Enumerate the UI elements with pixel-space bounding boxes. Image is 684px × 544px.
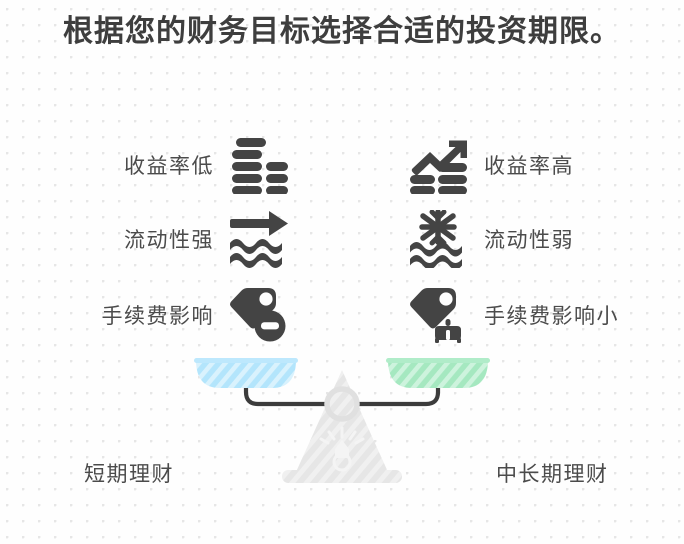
right-attribute-label-yield: 收益率高 xyxy=(484,154,574,178)
left-attribute-row-yield: 收益率低 xyxy=(60,134,290,196)
right-attribute-row-fee: 手续费影响小 xyxy=(408,284,653,346)
left-attribute-row-liquidity: 流动性强 xyxy=(60,208,290,270)
left-attribute-label-fee: 手续费影响 xyxy=(101,304,214,328)
balance-scale xyxy=(194,358,490,483)
left-side-caption: 短期理财 xyxy=(84,462,174,486)
arrow-over-waves-icon xyxy=(228,210,290,268)
rising-arrow-bar-chart-icon xyxy=(408,136,470,194)
price-tag-minus-icon xyxy=(228,286,290,344)
right-attribute-row-liquidity: 流动性弱 xyxy=(408,208,653,270)
left-attribute-label-liquidity: 流动性强 xyxy=(124,228,214,252)
left-scale-pan xyxy=(194,358,298,388)
left-attribute-label-yield: 收益率低 xyxy=(124,154,214,178)
right-attribute-row-yield: 收益率高 xyxy=(408,134,653,196)
snowflake-over-waves-icon xyxy=(408,210,470,268)
right-side-caption: 中长期理财 xyxy=(496,462,609,486)
descending-bar-chart-icon xyxy=(228,136,290,194)
right-attribute-label-liquidity: 流动性弱 xyxy=(484,228,574,252)
scale-beam xyxy=(243,361,441,422)
right-attribute-label-fee: 手续费影响小 xyxy=(484,304,619,328)
right-scale-pan xyxy=(386,358,490,388)
left-attribute-row-fee: 手续费影响 xyxy=(60,284,290,346)
beam-pivot xyxy=(324,386,360,422)
page-title: 根据您的财务目标选择合适的投资期限。 xyxy=(63,15,621,48)
price-tag-coin-icon xyxy=(408,286,470,344)
stand-lamp-icon xyxy=(319,426,365,445)
